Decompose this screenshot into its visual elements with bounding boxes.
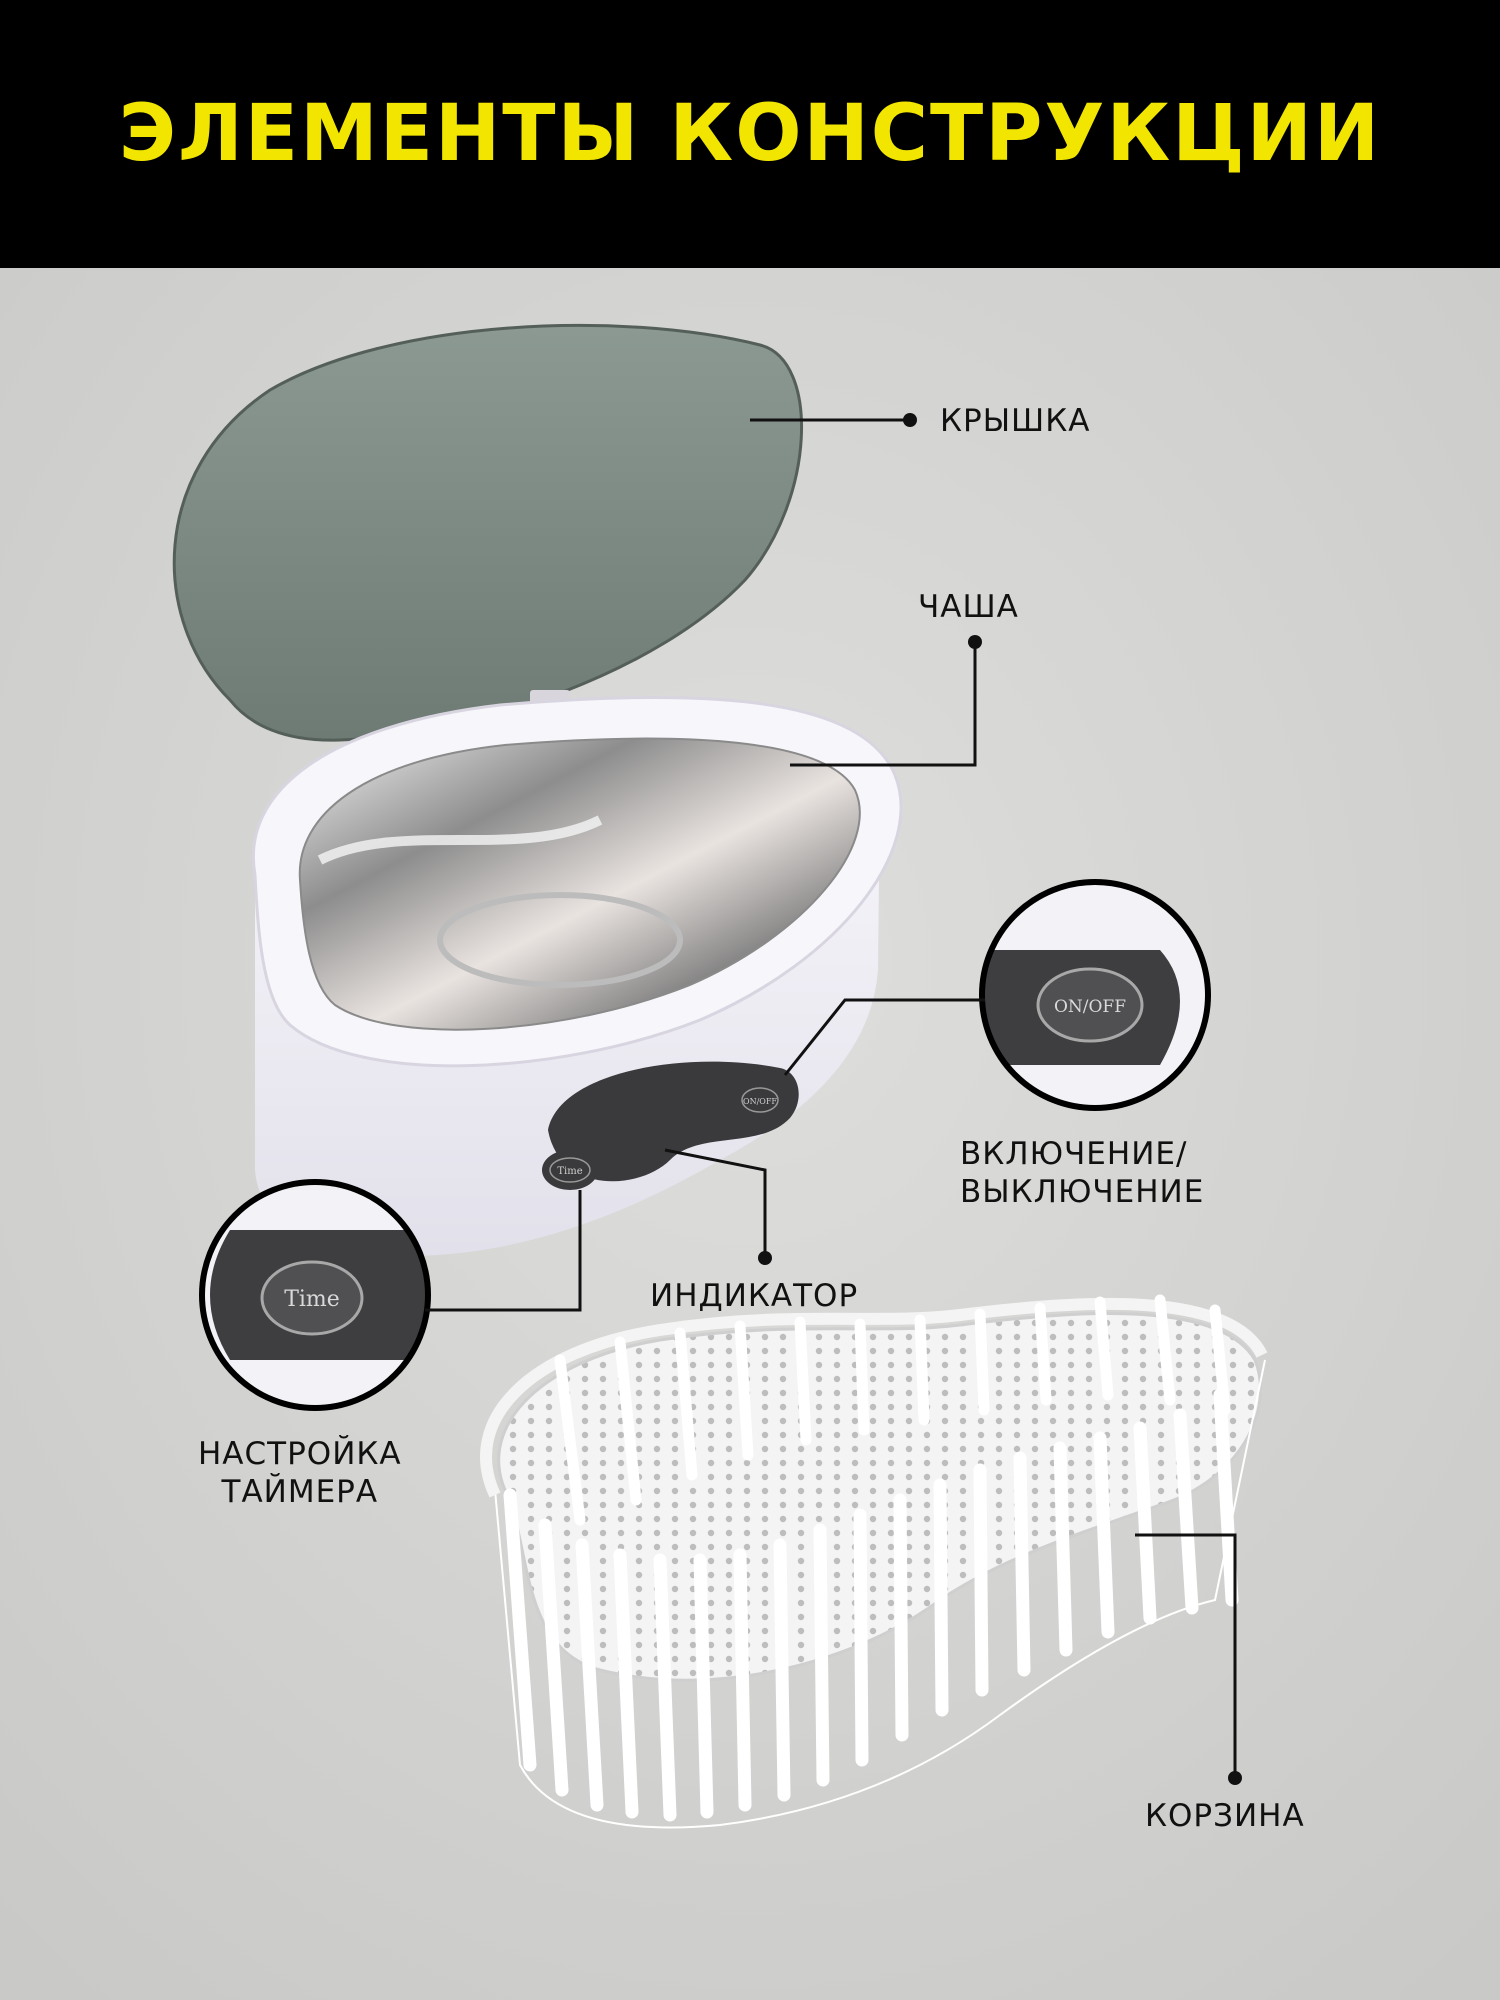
label-power: ВКЛЮЧЕНИЕ/ ВЫКЛЮЧЕНИЕ [960,1136,1205,1210]
svg-text:Time: Time [284,1287,340,1312]
callout-bowl-line [790,645,977,767]
on-off-button[interactable] [741,1087,779,1113]
page-title: ЭЛЕМЕНТЫ КОНСТРУКЦИИ [118,89,1382,179]
callout-timer-line [425,1190,582,1312]
basket-rim [480,1297,1268,1498]
header-bar: ЭЛЕМЕНТЫ КОНСТРУКЦИИ [0,0,1500,268]
bowl-inner-ring [437,892,683,988]
callout-basket-line [1135,1533,1237,1775]
panel-center [548,1061,799,1182]
callout-lines [425,418,1237,1775]
control-panel: Time ON/OFF [542,1061,799,1190]
callout-power-line [783,998,985,1076]
label-basket: КОРЗИНА [1145,1798,1305,1834]
basket-wall-slats [503,1388,1239,1822]
svg-text:ON/OFF: ON/OFF [1054,997,1126,1017]
product-illustration: Time ON/OFF [0,268,1500,2000]
basket [480,1294,1268,1829]
label-lid: КРЫШКА [940,403,1091,439]
label-bowl: ЧАША [918,589,1019,625]
callout-indicator-line [664,1148,767,1255]
time-button[interactable] [549,1157,591,1183]
steel-bowl [298,737,861,1031]
label-timer: НАСТРОЙКА ТАЙМЕРА [198,1436,402,1510]
zoom-on-off-button: ON/OFF [979,879,1211,1111]
svg-text:ON/OFF: ON/OFF [743,1097,777,1106]
cleaner-device: Time ON/OFF [172,323,903,1256]
callout-dots [758,413,1242,1785]
label-indicator: ИНДИКАТОР [650,1278,859,1314]
svg-text:Time: Time [557,1166,582,1177]
zoom-time-button: Time [199,1179,431,1411]
